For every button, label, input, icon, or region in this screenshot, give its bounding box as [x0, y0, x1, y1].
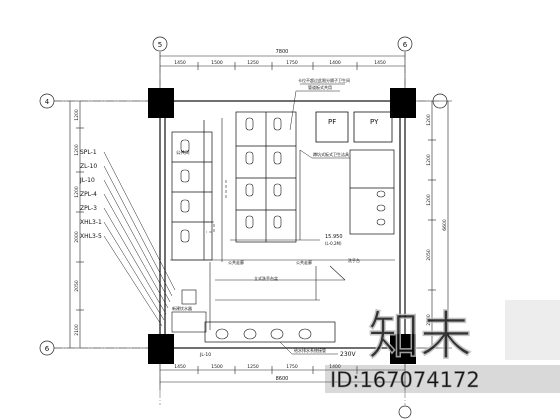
left-dim-2: 1200 [74, 144, 80, 156]
grid-bubble-top-left: 5 [152, 36, 168, 52]
upper-toilet-stalls [235, 111, 297, 243]
wash-basins [215, 328, 312, 340]
column-top-right [390, 88, 416, 118]
shaft-py-label: PY [370, 118, 379, 126]
bottom-dim-4: 1750 [286, 364, 298, 370]
left-dimension-chain [54, 100, 150, 349]
grid-bubble-bottom-right [398, 405, 412, 419]
level-mark-sub: (L-0.2M) [325, 241, 342, 246]
watermark-id-band [325, 365, 560, 393]
wash-area-label: 洗手台 [348, 257, 360, 263]
top-dim-4: 1750 [286, 60, 298, 66]
pipe-tag-2: ZL-10 [80, 163, 97, 170]
bottom-dim-3: 1250 [247, 364, 259, 370]
grid-bubble-top-right: 6 [397, 36, 413, 52]
left-stall-fixtures [180, 139, 190, 243]
room-label-left: 公共间 [176, 149, 190, 156]
pipe-tag-7: XHL3-5 [80, 233, 102, 240]
right-dim-2: 1200 [426, 154, 432, 166]
top-dim-2: 1500 [211, 60, 223, 66]
left-dim-6: 2100 [74, 324, 80, 336]
basin-note: 立式洗手台盆 [254, 275, 278, 281]
note-mid: 蹲坑式板式卫生洁具 [313, 151, 349, 157]
pipe-tag-6: XHL3-1 [80, 219, 102, 226]
level-mark: 15.950 [325, 234, 343, 240]
urinals [376, 190, 386, 226]
bottom-dim-5: 1400 [329, 364, 341, 370]
right-dim-1: 1200 [426, 114, 432, 126]
shaft-pf-label: PF [328, 118, 336, 126]
pipe-tag-4: ZPL-4 [80, 191, 97, 198]
corridor-label-left: 公共走廊 [228, 259, 244, 265]
upper-stall-fixtures [245, 117, 282, 229]
svg-text:6: 6 [403, 41, 408, 49]
left-dim-4: 2000 [74, 231, 80, 243]
left-toilet-stalls [171, 120, 213, 261]
lower-left-cabinet [171, 311, 207, 333]
svg-text:4: 4 [45, 98, 50, 106]
top-dim-1: 1450 [174, 60, 186, 66]
pipe-tag-leaders [103, 151, 176, 327]
interior-pipes [170, 118, 395, 330]
column-bottom-right [390, 334, 416, 364]
bottom-dim-2: 1500 [211, 364, 223, 370]
watermark-logo: 知未 [368, 307, 472, 367]
right-dim-3: 1200 [426, 194, 432, 206]
voltage-label: 230V [340, 351, 356, 358]
left-dim-5: 2050 [74, 280, 80, 292]
note-top-line2: 管道板式共用 [308, 84, 332, 90]
outer-walls [159, 100, 406, 349]
top-dim-3: 1250 [247, 60, 259, 66]
svg-text:6: 6 [45, 345, 50, 353]
right-dim-5: 2100 [426, 314, 432, 326]
pipe-tag-3: JL-10 [79, 177, 95, 184]
note-bottom: 给水排水系统接管 [294, 347, 326, 353]
leader-f-label: JL-10 [199, 352, 211, 358]
pipe-tag-5: ZPL-3 [80, 205, 97, 212]
watermark-shape [505, 300, 560, 360]
right-dim-4: 2050 [426, 249, 432, 261]
column-bottom-left [148, 334, 174, 364]
left-dim-3: 1200 [74, 186, 80, 198]
column-top-left [148, 88, 174, 118]
watermark-id: ID:167074172 [330, 368, 480, 392]
grid-bubble-left-bottom: 6 [39, 340, 55, 356]
annotation-leaders [279, 83, 350, 355]
left-dim-1: 1200 [74, 109, 80, 121]
bottom-total-dim: 8600 [276, 376, 289, 382]
right-total-dim: 6600 [442, 219, 448, 231]
top-dim-6: 1450 [374, 60, 386, 66]
bottom-dim-1: 1450 [174, 364, 186, 370]
right-washroom [349, 149, 395, 235]
svg-text:5: 5 [158, 41, 162, 49]
corridor-label-mid: 公共走廊 [296, 259, 312, 265]
top-dim-5: 1400 [329, 60, 341, 66]
floor-drain-box [181, 289, 197, 305]
note-bottom-left: 新建饮水器 [172, 305, 192, 311]
pipe-shafts [315, 111, 393, 143]
note-top-line1: 卡位不超过此限分隔子卫生间 [298, 77, 350, 83]
top-total-dim: 7800 [276, 49, 289, 55]
watermark [505, 300, 560, 360]
pipe-tag-1: SPL-1 [80, 149, 97, 156]
top-dimension-chain [159, 52, 406, 92]
grid-bubble-left-top: 4 [39, 93, 55, 109]
